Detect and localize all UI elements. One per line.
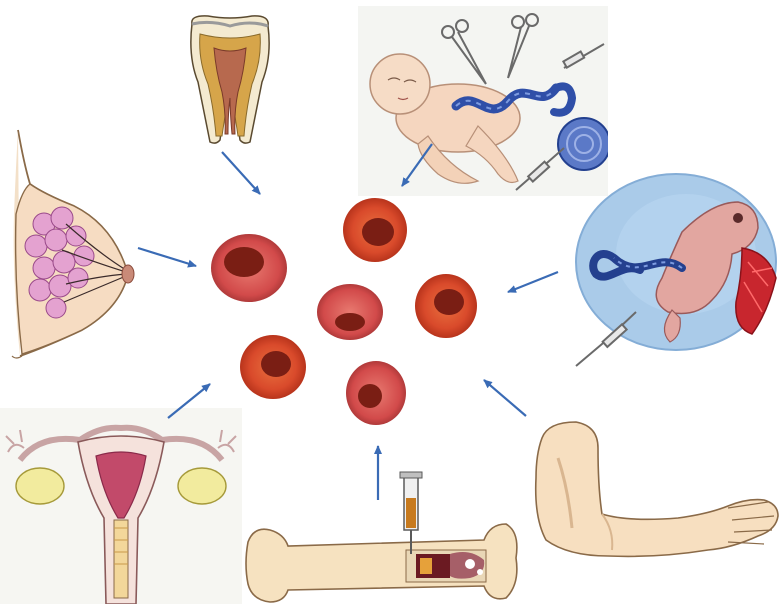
stem-cell bbox=[415, 274, 477, 338]
stem-cell bbox=[346, 361, 406, 425]
stem-cell bbox=[343, 198, 407, 262]
stem-cell bbox=[211, 234, 287, 302]
stem-cell bbox=[317, 284, 383, 340]
stem-cell bbox=[240, 335, 306, 399]
